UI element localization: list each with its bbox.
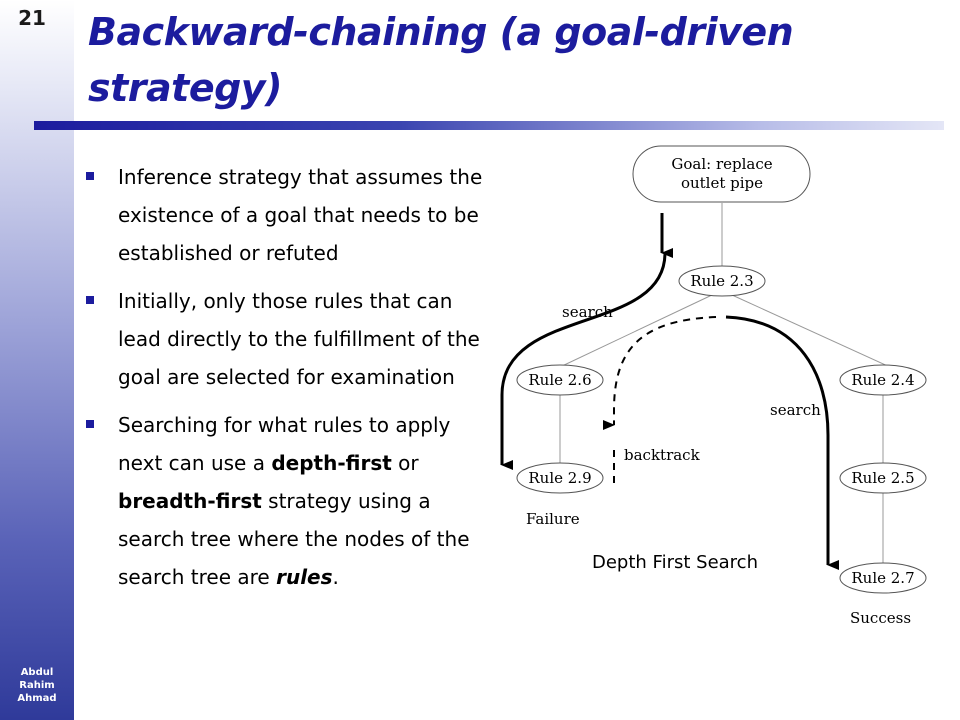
bullet-marker-icon: [86, 296, 94, 304]
bullet-text: Initially, only those rules that can lea…: [118, 289, 480, 389]
slide-number: 21: [18, 6, 46, 30]
success-label: Success: [850, 609, 911, 627]
rule-node-2-9-label: Rule 2.9: [528, 469, 591, 487]
bullet-list: Inference strategy that assumes the exis…: [84, 158, 484, 606]
rule-node-2-4: [839, 364, 927, 396]
goal-node-line2: outlet pipe: [681, 174, 763, 192]
author-last-name: Ahmad: [17, 693, 57, 704]
left-search-arrow: [500, 252, 667, 470]
bullet-text: rules: [276, 565, 333, 589]
bullet-text: depth-first: [271, 451, 392, 475]
edge-root-right: [731, 294, 891, 368]
search-tree-diagram: Goal: replace outlet pipe Rule 2.3 Rule …: [500, 145, 927, 627]
title-underline: [34, 121, 944, 130]
bullet-marker-icon: [86, 420, 94, 428]
bullet-text: or: [391, 451, 419, 475]
rule-node-2-5-label: Rule 2.5: [851, 469, 914, 487]
slide-title: Backward-chaining (a goal-driven strateg…: [88, 10, 794, 110]
rule-node-2-5: [839, 462, 927, 494]
bullet-text: strategy using a search tree where the n…: [118, 489, 470, 589]
bullet-item: Initially, only those rules that can lea…: [84, 282, 484, 396]
bullet-text: breadth-first: [118, 489, 262, 513]
search-label-left: search: [562, 303, 613, 321]
search-label-right: search: [770, 401, 821, 419]
bullet-text: Searching for what rules to apply next c…: [118, 413, 451, 475]
bullet-item: Inference strategy that assumes the exis…: [84, 158, 484, 272]
bullet-text: Inference strategy that assumes the exis…: [118, 165, 483, 265]
bullet-text: .: [332, 565, 339, 589]
rule-node-2-7-label: Rule 2.7: [851, 569, 914, 587]
rule-node-2-9: [516, 462, 604, 494]
edge-root-left: [559, 294, 713, 368]
diagram-caption: Depth First Search: [592, 552, 758, 573]
backtrack-label: backtrack: [624, 446, 701, 464]
rule-node-2-7: [839, 562, 927, 594]
rule-node-2-3-label: Rule 2.3: [690, 272, 753, 290]
backtrack-arrow: [603, 316, 717, 430]
author-name: Abdul Rahim Ahmad: [0, 666, 74, 705]
bullet-marker-icon: [86, 172, 94, 180]
author-middle-name: Rahim: [19, 680, 55, 691]
goal-node-line1: Goal: replace: [671, 155, 772, 173]
rule-node-2-3: [678, 265, 766, 297]
rule-node-2-4-label: Rule 2.4: [851, 371, 914, 389]
rule-node-2-6-label: Rule 2.6: [528, 371, 591, 389]
rule-node-2-6: [516, 364, 604, 396]
right-search-arrow: [725, 315, 839, 570]
goal-node: [632, 145, 811, 203]
failure-label: Failure: [526, 510, 580, 528]
side-bar: [0, 0, 74, 720]
author-first-name: Abdul: [20, 667, 54, 678]
bullet-item: Searching for what rules to apply next c…: [84, 406, 484, 596]
